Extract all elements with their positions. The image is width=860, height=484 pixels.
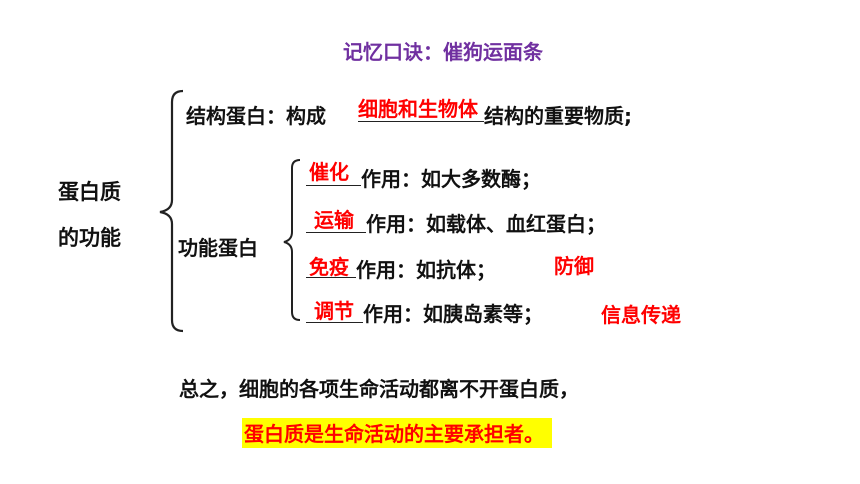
transport-blank	[306, 232, 366, 233]
structural-answer: 细胞和生物体	[358, 97, 478, 121]
immunity-text: 作用：如抗体；	[356, 258, 496, 282]
sub-bracket	[283, 159, 301, 321]
root-label-line2: 的功能	[58, 226, 121, 250]
regulation-note: 信息传递	[601, 303, 681, 327]
functional-label: 功能蛋白	[178, 236, 258, 260]
regulation-text: 作用：如胰岛素等；	[363, 302, 543, 326]
transport-answer: 运输	[314, 208, 354, 232]
transport-text: 作用：如载体、血红蛋白；	[366, 212, 606, 236]
catalysis-text: 作用：如大多数酶；	[361, 167, 541, 191]
catalysis-answer: 催化	[309, 160, 349, 184]
structural-blank	[358, 121, 484, 122]
regulation-answer: 调节	[314, 299, 354, 323]
catalysis-blank	[306, 185, 361, 186]
summary-text: 总之，细胞的各项生命活动都离不开蛋白质，	[179, 377, 579, 401]
structural-suffix: 结构的重要物质;	[484, 104, 632, 128]
structural-prefix: 结构蛋白：构成	[186, 104, 326, 128]
conclusion-highlight: 蛋白质是生命活动的主要承担者。	[242, 418, 552, 448]
immunity-note: 防御	[554, 254, 594, 278]
root-label-line1: 蛋白质	[58, 180, 121, 204]
regulation-blank	[306, 322, 363, 323]
immunity-answer: 免疫	[309, 255, 349, 279]
immunity-blank	[306, 277, 356, 278]
main-bracket	[159, 89, 184, 333]
mnemonic-title: 记忆口诀：催狗运面条	[343, 40, 543, 64]
